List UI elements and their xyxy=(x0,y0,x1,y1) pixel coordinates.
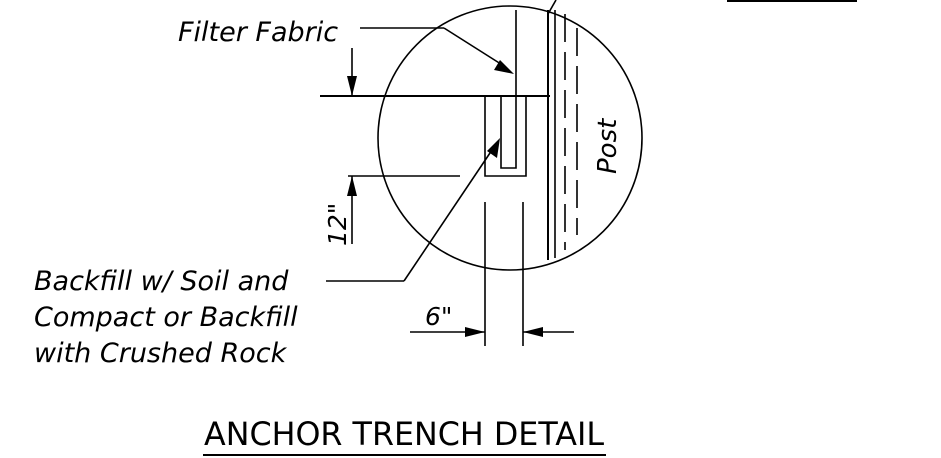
trench-outline xyxy=(484,96,527,177)
filter-fabric-arrowhead xyxy=(494,60,514,74)
backfill-arrowhead xyxy=(487,138,500,158)
dim-height-label: 12" xyxy=(323,203,352,246)
top-leader-line xyxy=(547,0,557,15)
backfill-label-line-3: with Crushed Rock xyxy=(34,338,288,369)
backfill-leader-diag xyxy=(403,149,493,282)
detail-title: ANCHOR TRENCH DETAIL xyxy=(204,415,604,453)
dim-width-arrow-right xyxy=(523,327,543,337)
backfill-label-line-2: Compact or Backfill xyxy=(34,302,298,333)
detail-circle xyxy=(377,5,643,271)
dim-height-arrow-top xyxy=(347,76,357,96)
dim-width-label: 6" xyxy=(425,302,452,331)
filter-fabric-label: Filter Fabric xyxy=(178,17,338,48)
filter-fabric-leader-diag xyxy=(443,27,505,67)
post-label: Post xyxy=(593,118,623,174)
backfill-label-line-1: Backfill w/ Soil and xyxy=(34,266,289,297)
dim-width-arrow-left xyxy=(465,327,485,337)
dim-height-arrow-bottom xyxy=(347,176,357,196)
filter-fabric-line xyxy=(500,10,517,169)
